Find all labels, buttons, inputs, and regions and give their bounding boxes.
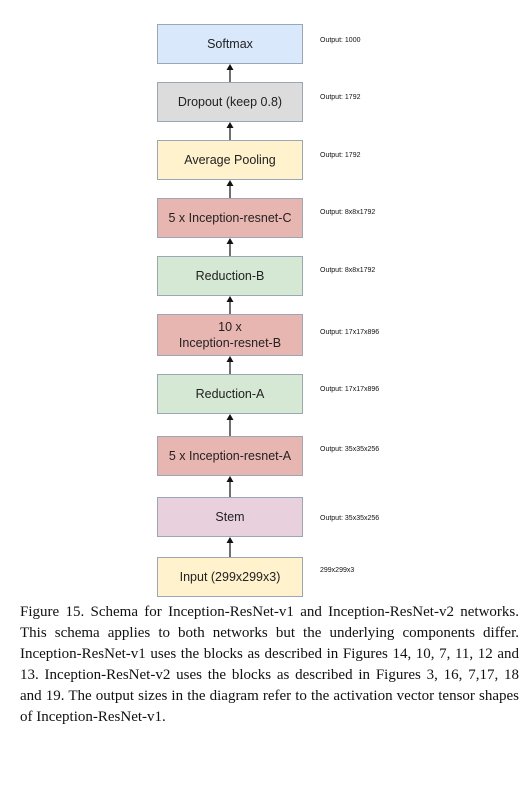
block-label: Stem (215, 510, 245, 524)
block-label: 10 x Inception-resnet-B (178, 320, 282, 350)
block-label: Reduction-A (195, 387, 265, 401)
arrow-input-to-stem (226, 537, 234, 557)
block-reduction-a: Reduction-A (157, 374, 303, 414)
arrow-reduction-b-to-inception-resnet-c (226, 238, 234, 256)
block-inception-resnet-b: 10 x Inception-resnet-B (157, 314, 303, 356)
arrow-inception-resnet-b-to-reduction-b (226, 296, 234, 314)
block-dropout: Dropout (keep 0.8) (157, 82, 303, 122)
block-input: Input (299x299x3) (157, 557, 303, 597)
output-label-inception-resnet-c: Output: 8x8x1792 (320, 209, 376, 216)
figure-caption: Figure 15. Schema for Inception-ResNet-v… (20, 604, 519, 725)
block-stem: Stem (157, 497, 303, 537)
output-label-inception-resnet-b: Output: 17x17x896 (320, 329, 380, 336)
arrow-average-pooling-to-dropout (226, 122, 234, 140)
block-label: Reduction-B (195, 269, 265, 283)
arrow-inception-resnet-c-to-average-pooling (226, 180, 234, 198)
block-label: Softmax (207, 37, 253, 51)
network-schema-diagram: Softmax Dropout (keep 0.8) Average Pooli… (157, 24, 380, 597)
output-label-dropout: Output: 1792 (320, 94, 361, 101)
output-label-stem: Output: 35x35x256 (320, 515, 380, 522)
output-label-average-pooling: Output: 1792 (320, 152, 361, 159)
output-label-reduction-a: Output: 17x17x896 (320, 386, 380, 393)
output-label-reduction-b: Output: 8x8x1792 (320, 267, 376, 274)
block-label: Input (299x299x3) (179, 570, 281, 584)
block-label: 5 x Inception-resnet-A (168, 449, 292, 463)
block-label: Dropout (keep 0.8) (177, 95, 283, 109)
block-average-pooling: Average Pooling (157, 140, 303, 180)
arrow-reduction-a-to-inception-resnet-b (226, 356, 234, 374)
output-label-inception-resnet-a: Output: 35x35x256 (320, 446, 380, 453)
arrow-inception-resnet-a-to-reduction-a (226, 414, 234, 436)
block-reduction-b: Reduction-B (157, 256, 303, 296)
arrow-dropout-to-softmax (226, 64, 234, 82)
block-inception-resnet-a: 5 x Inception-resnet-A (157, 436, 303, 476)
output-label-input: 299x299x3 (320, 567, 355, 574)
block-label: Average Pooling (184, 153, 276, 167)
output-label-softmax: Output: 1000 (320, 37, 361, 44)
block-label: 5 x Inception-resnet-C (168, 211, 292, 225)
block-inception-resnet-c: 5 x Inception-resnet-C (157, 198, 303, 238)
arrow-stem-to-inception-resnet-a (226, 476, 234, 497)
block-softmax: Softmax (157, 24, 303, 64)
